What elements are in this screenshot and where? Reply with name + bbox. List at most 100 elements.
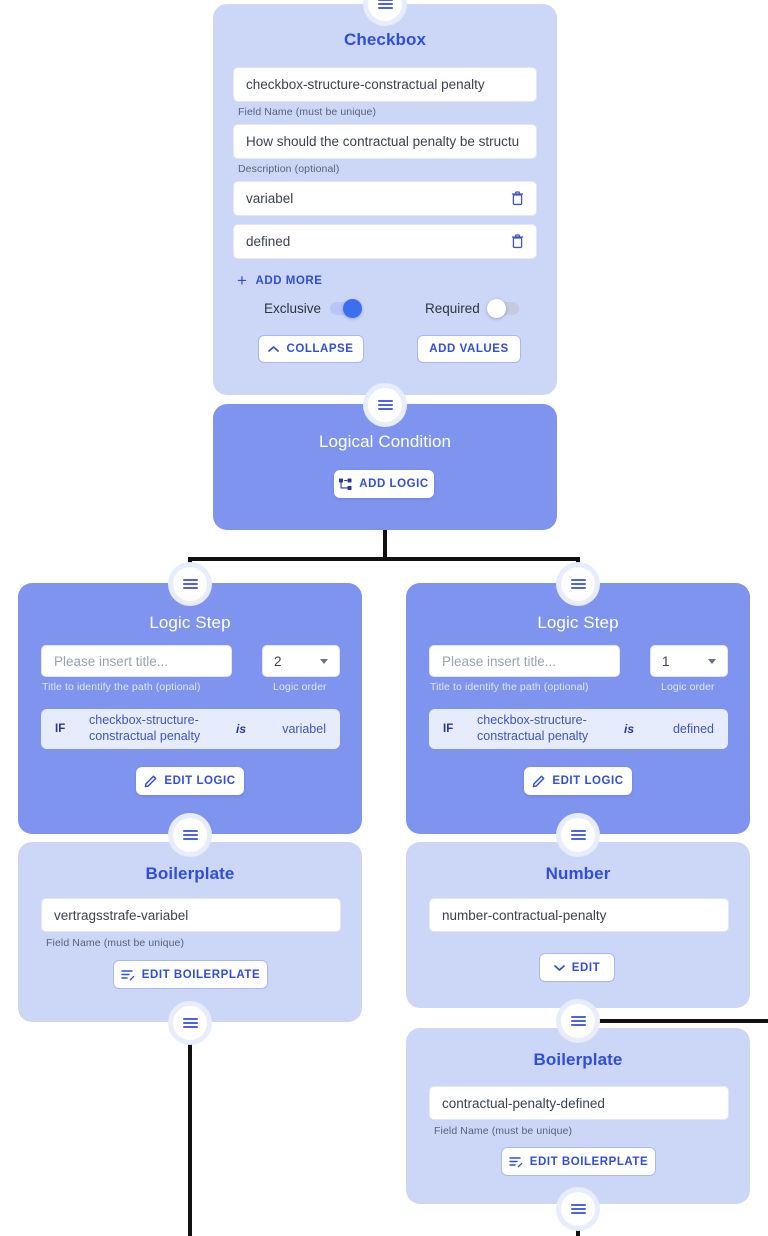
checkbox-description-value: How should the contractual penalty be st… [246, 134, 520, 149]
edge-boilerplate-right-down [576, 1224, 580, 1236]
pencil-icon [144, 775, 157, 788]
checkbox-value-label: variabel [246, 191, 294, 206]
condition-value-label: defined [672, 722, 714, 736]
condition-operator-label: is [235, 722, 246, 736]
number-field-name-value: number-contractual-penalty [442, 907, 607, 923]
edit-boilerplate-button[interactable]: EDIT BOILERPLATE [501, 1147, 656, 1176]
add-logic-button[interactable]: ADD LOGIC [334, 470, 434, 498]
toggle-required[interactable]: Required [425, 299, 519, 318]
checkbox-field-name-caption: Field Name (must be unique) [238, 106, 377, 118]
logical-condition-title: Logical Condition [318, 432, 452, 451]
checkbox-description-input[interactable]: How should the contractual penalty be st… [233, 124, 537, 159]
boilerplate-right-field-name-caption: Field Name (must be unique) [434, 1125, 573, 1137]
checkbox-field-name-input[interactable]: checkbox-structure-constractual penalty [233, 67, 537, 102]
drag-handle-icon[interactable] [368, 0, 402, 21]
chevron-down-icon [320, 658, 328, 664]
condition-if-label: IF [443, 723, 454, 735]
trash-icon[interactable] [511, 234, 524, 249]
number-field-name-input[interactable]: number-contractual-penalty [429, 898, 729, 932]
toggle-required-switch[interactable] [486, 299, 519, 318]
add-more-label: ADD MORE [255, 274, 323, 287]
node-logical-condition[interactable]: Logical Condition ADD LOGIC [213, 404, 557, 530]
edit-logic-label: EDIT LOGIC [552, 775, 624, 787]
node-logic-step-right[interactable]: Logic Step Please insert title... Title … [406, 583, 750, 834]
edit-logic-button[interactable]: EDIT LOGIC [524, 767, 632, 795]
edge-boilerplate-left-down [188, 1038, 192, 1236]
condition-if-label: IF [55, 723, 66, 735]
logic-step-right-order-caption: Logic order [661, 681, 715, 693]
checkbox-value-row[interactable]: variabel [233, 181, 537, 216]
checkbox-card-title: Checkbox [343, 30, 427, 49]
pencil-icon [532, 775, 545, 788]
logic-step-left-condition: IF checkbox-structure-constractual penal… [41, 709, 340, 749]
number-edit-label: EDIT [571, 961, 601, 974]
chevron-up-icon [268, 345, 280, 353]
logic-step-left-order-value: 2 [274, 653, 282, 669]
trash-icon[interactable] [511, 191, 524, 206]
add-values-label: ADD VALUES [429, 343, 509, 355]
drag-handle-icon[interactable] [561, 567, 595, 601]
drag-handle-icon[interactable] [173, 1006, 207, 1040]
edit-logic-button[interactable]: EDIT LOGIC [136, 767, 244, 795]
boilerplate-right-field-name-value: contractual-penalty-defined [442, 1095, 605, 1111]
edge-condition-to-branch [383, 529, 387, 560]
checkbox-field-name-value: checkbox-structure-constractual penalty [246, 77, 485, 92]
condition-operator-label: is [623, 722, 634, 736]
add-more-button[interactable]: + ADD MORE [237, 272, 323, 289]
checkbox-value-row[interactable]: defined [233, 224, 537, 259]
edit-lines-icon [509, 1156, 523, 1168]
edit-boilerplate-label: EDIT BOILERPLATE [141, 968, 261, 981]
condition-value-label: variabel [282, 722, 326, 736]
edit-boilerplate-label: EDIT BOILERPLATE [529, 1155, 649, 1168]
boilerplate-right-title: Boilerplate [533, 1050, 623, 1069]
node-number[interactable]: Number number-contractual-penalty EDIT [406, 842, 750, 1008]
boilerplate-left-field-name-input[interactable]: vertragsstrafe-variabel [41, 898, 341, 932]
number-card-title: Number [545, 864, 611, 883]
boilerplate-left-title: Boilerplate [145, 864, 235, 883]
condition-field-label: checkbox-structure-constractual penalty [89, 713, 201, 743]
checkbox-description-caption: Description (optional) [238, 163, 340, 175]
node-boilerplate-left[interactable]: Boilerplate vertragsstrafe-variabel Fiel… [18, 842, 362, 1022]
toggle-exclusive-switch[interactable] [330, 299, 363, 318]
drag-handle-icon[interactable] [173, 818, 207, 852]
edit-boilerplate-button[interactable]: EDIT BOILERPLATE [113, 960, 268, 989]
node-boilerplate-right[interactable]: Boilerplate contractual-penalty-defined … [406, 1028, 750, 1204]
drag-handle-icon[interactable] [561, 1004, 595, 1038]
drag-handle-icon[interactable] [368, 388, 402, 422]
drag-handle-icon[interactable] [561, 818, 595, 852]
drag-handle-icon[interactable] [561, 1192, 595, 1226]
chevron-down-icon [553, 964, 565, 972]
toggle-exclusive-label: Exclusive [264, 301, 322, 316]
edge-number-to-right [594, 1019, 768, 1023]
logic-step-right-order-value: 1 [662, 653, 670, 669]
sitemap-icon [339, 478, 352, 491]
node-logic-step-left[interactable]: Logic Step Please insert title... Title … [18, 583, 362, 834]
add-values-button[interactable]: ADD VALUES [417, 335, 521, 363]
logic-step-left-order-select[interactable]: 2 [262, 645, 340, 677]
logic-step-left-order-caption: Logic order [273, 681, 327, 693]
boilerplate-left-field-name-value: vertragsstrafe-variabel [54, 907, 189, 923]
toggle-exclusive[interactable]: Exclusive [264, 299, 363, 318]
number-edit-button[interactable]: EDIT [539, 953, 615, 982]
logic-step-right-title-placeholder: Please insert title... [442, 653, 557, 669]
drag-handle-icon[interactable] [173, 567, 207, 601]
logic-step-right-title: Logic Step [537, 613, 619, 632]
logic-step-left-title-input[interactable]: Please insert title... [41, 645, 232, 677]
collapse-button[interactable]: COLLAPSE [258, 335, 364, 363]
logic-step-right-order-select[interactable]: 1 [650, 645, 728, 677]
edge-branch-horizontal [188, 557, 580, 561]
checkbox-value-label: defined [246, 234, 291, 249]
boilerplate-left-field-name-caption: Field Name (must be unique) [46, 937, 185, 949]
logic-step-left-title: Logic Step [149, 613, 231, 632]
logic-step-right-condition: IF checkbox-structure-constractual penal… [429, 709, 728, 749]
toggle-required-label: Required [425, 301, 480, 316]
boilerplate-right-field-name-input[interactable]: contractual-penalty-defined [429, 1086, 729, 1120]
logic-step-left-title-caption: Title to identify the path (optional) [42, 681, 201, 693]
node-checkbox[interactable]: Checkbox checkbox-structure-constractual… [213, 4, 557, 395]
edit-lines-icon [121, 969, 135, 981]
add-logic-label: ADD LOGIC [359, 478, 429, 490]
logic-step-right-title-input[interactable]: Please insert title... [429, 645, 620, 677]
collapse-label: COLLAPSE [286, 343, 354, 355]
edit-logic-label: EDIT LOGIC [164, 775, 236, 787]
